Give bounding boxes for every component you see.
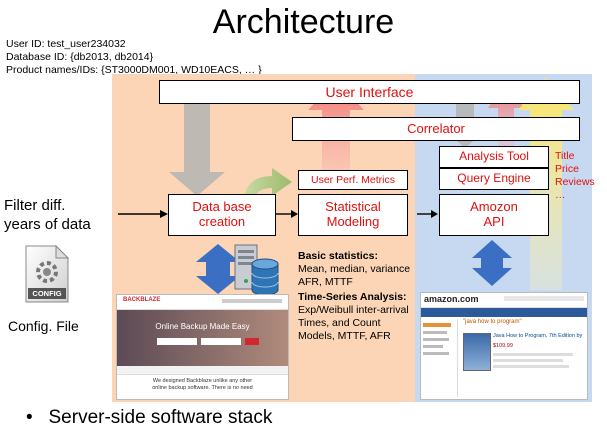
amazon-screenshot: amazon.com "java how to program" Java Ho… xyxy=(420,292,588,400)
database-creation-line2: creation xyxy=(198,214,246,229)
database-icon xyxy=(250,258,280,296)
time-series-heading: Time-Series Analysis: xyxy=(298,291,407,303)
time-series-line3: Models, MTTF, AFR xyxy=(298,330,391,342)
correlator-box: Correlator xyxy=(292,117,580,141)
statistical-modeling-line2: Modeling xyxy=(326,214,380,229)
book-cover-image xyxy=(463,333,491,371)
summary-bullet-text: Server-side software stack xyxy=(48,407,273,428)
summary-bullet: • Server-side software stack xyxy=(26,406,272,430)
config-file-caption: Config. File xyxy=(8,318,79,334)
database-creation-box: Data base creation xyxy=(168,194,276,236)
database-id-label: Database ID: {db2013, db2014} xyxy=(6,51,154,63)
basic-statistics-heading: Basic statistics: xyxy=(298,250,378,262)
analysis-tool-box: Analysis Tool xyxy=(439,146,549,168)
amazon-api-box: Amozon API xyxy=(439,194,549,236)
amazon-logo: amazon.com xyxy=(424,294,479,304)
config-file-icon: CONFIG xyxy=(22,244,70,304)
amazon-search-value: "java how to program" xyxy=(463,319,522,325)
user-perf-metrics-label: User Perf. Metrics xyxy=(310,173,395,186)
user-interface-label: User Interface xyxy=(325,83,414,100)
amazon-fields-list: Title Price Reviews … xyxy=(555,150,595,202)
blue-double-arrow-left xyxy=(196,244,240,294)
correlator-label: Correlator xyxy=(407,120,465,136)
user-interface-box: User Interface xyxy=(159,80,580,104)
field-title-label: Title xyxy=(555,150,575,162)
amazon-product-title: Java How to Program, 7th Edition by xyxy=(493,333,583,339)
db-to-model-head xyxy=(291,210,298,218)
page-title: Architecture xyxy=(212,3,395,41)
filter-label: Filter diff. years of data xyxy=(4,196,91,234)
query-engine-box: Query Engine xyxy=(439,168,549,190)
user-id-label: User ID: test_user234032 xyxy=(6,38,126,50)
amazon-price: $109.99 xyxy=(493,343,513,349)
filter-label-line1: Filter diff. xyxy=(4,197,66,214)
filter-label-line2: years of data xyxy=(4,216,91,233)
field-more-label: … xyxy=(555,189,566,201)
field-price-label: Price xyxy=(555,163,579,175)
backblaze-headline: Online Backup Made Easy xyxy=(155,322,250,331)
backblaze-body-line2: online backup software. There is no need xyxy=(152,385,253,391)
user-perf-metrics-box: User Perf. Metrics xyxy=(298,170,408,190)
statistics-notes: Basic statistics: Mean, median, variance… xyxy=(298,250,410,343)
analysis-tool-label: Analysis Tool xyxy=(459,149,529,164)
gray-down-arrow xyxy=(169,102,225,196)
time-series-line1: Exp/Weibull inter-arrival xyxy=(298,304,409,316)
amazon-api-line1: Amozon xyxy=(470,199,518,215)
green-curved-arrow xyxy=(244,168,292,198)
product-ids-label: Product names/IDs: {ST3000DM001, WD10EAC… xyxy=(6,64,262,76)
database-creation-line1: Data base xyxy=(192,199,252,215)
backblaze-body-line1: We designed Backblaze unlike any other xyxy=(152,378,253,384)
query-engine-label: Query Engine xyxy=(457,171,531,186)
backblaze-screenshot: BACKBLAZE Online Backup Made Easy We des… xyxy=(116,294,289,400)
bullet-dot: • xyxy=(26,407,49,428)
statistical-modeling-line1: Statistical xyxy=(325,199,381,215)
statistical-modeling-box: Statistical Modeling xyxy=(298,194,408,236)
model-to-amazon-head xyxy=(431,210,438,218)
filter-arrow-head xyxy=(160,210,168,218)
time-series-line2: Times, and Count xyxy=(298,317,381,329)
field-reviews-label: Reviews xyxy=(555,176,595,188)
backblaze-logo: BACKBLAZE xyxy=(123,297,161,303)
amazon-api-line2: API xyxy=(483,214,505,229)
config-icon-label: CONFIG xyxy=(32,289,62,298)
basic-statistics-line2: AFR, MTTF xyxy=(298,276,353,288)
blue-double-arrow-right xyxy=(472,240,512,286)
basic-statistics-line1: Mean, median, variance xyxy=(298,263,411,275)
